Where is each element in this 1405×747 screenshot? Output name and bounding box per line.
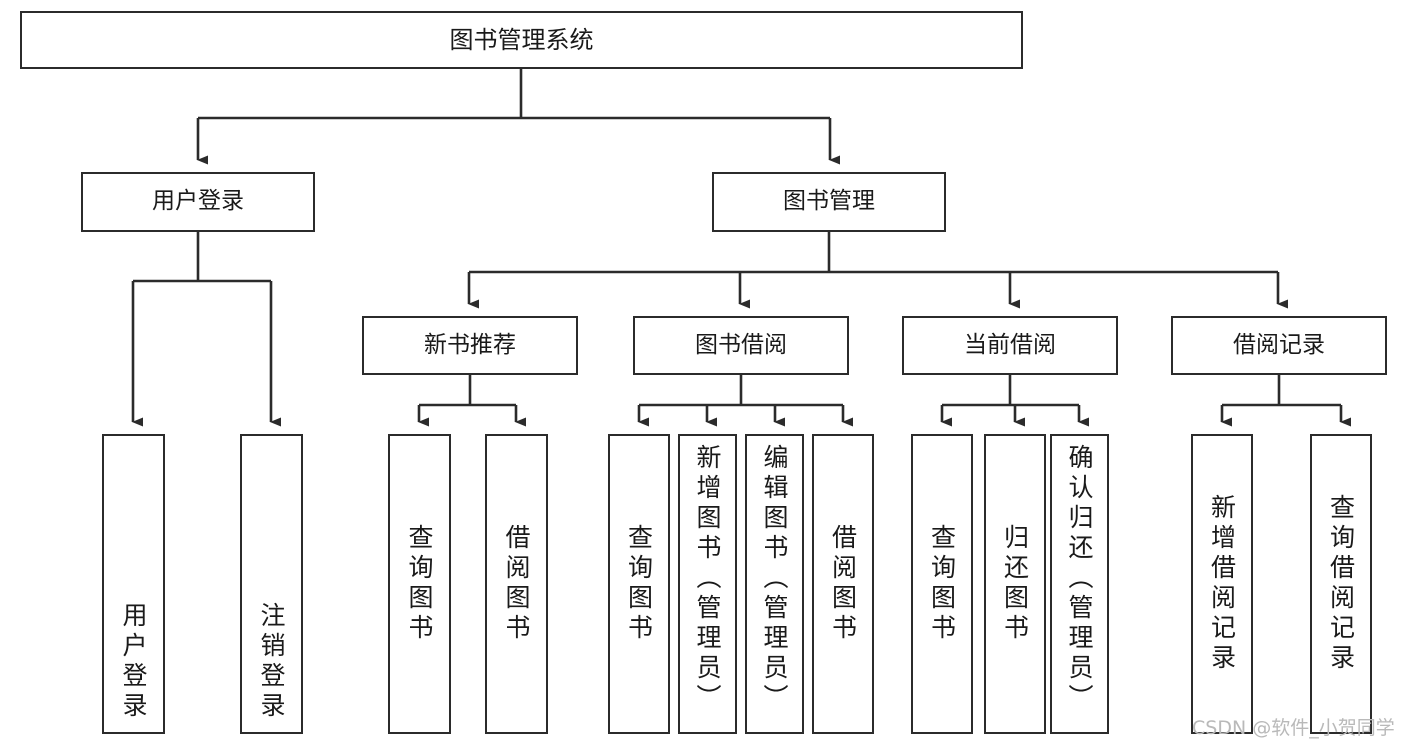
leaf-recommend-borrow[interactable]: 借阅图书 [485, 434, 548, 734]
node-new-book-recommend-label: 新书推荐 [424, 331, 516, 358]
node-user-login-label: 用户登录 [152, 188, 244, 215]
leaf-record-query-label: 查询借阅记录 [1326, 494, 1356, 674]
node-current-borrow-label: 当前借阅 [964, 331, 1056, 358]
leaf-current-query[interactable]: 查询图书 [911, 434, 973, 734]
leaf-current-confirm[interactable]: 确认归还（管理员） [1050, 434, 1109, 734]
leaf-borrow-add[interactable]: 新增图书（管理员） [678, 434, 737, 734]
leaf-user-logout-label: 注销登录 [257, 602, 286, 722]
leaf-user-logout[interactable]: 注销登录 [240, 434, 303, 734]
leaf-borrow-lend[interactable]: 借阅图书 [812, 434, 874, 734]
leaf-current-query-label: 查询图书 [927, 524, 957, 644]
leaf-recommend-borrow-label: 借阅图书 [502, 524, 531, 644]
node-book-manage-label: 图书管理 [783, 188, 875, 215]
leaf-borrow-lend-label: 借阅图书 [828, 524, 858, 644]
node-root[interactable]: 图书管理系统 [20, 11, 1023, 69]
leaf-record-query[interactable]: 查询借阅记录 [1310, 434, 1372, 734]
leaf-borrow-edit-label: 编辑图书（管理员） [760, 444, 789, 714]
leaf-borrow-query-label: 查询图书 [624, 524, 654, 644]
leaf-current-confirm-label: 确认归还（管理员） [1065, 444, 1094, 714]
leaf-current-return[interactable]: 归还图书 [984, 434, 1046, 734]
node-borrow-record-label: 借阅记录 [1233, 331, 1325, 358]
node-book-borrow[interactable]: 图书借阅 [633, 316, 849, 375]
leaf-record-add-label: 新增借阅记录 [1207, 494, 1237, 674]
leaf-borrow-query[interactable]: 查询图书 [608, 434, 670, 734]
leaf-borrow-edit[interactable]: 编辑图书（管理员） [745, 434, 804, 734]
node-user-login[interactable]: 用户登录 [81, 172, 315, 232]
node-borrow-record[interactable]: 借阅记录 [1171, 316, 1387, 375]
csdn-watermark: CSDN @软件_小贺同学 [1192, 717, 1395, 739]
node-book-borrow-label: 图书借阅 [695, 331, 787, 358]
node-book-manage[interactable]: 图书管理 [712, 172, 946, 232]
leaf-user-login[interactable]: 用户登录 [102, 434, 165, 734]
leaf-current-return-label: 归还图书 [1000, 524, 1030, 644]
node-new-book-recommend[interactable]: 新书推荐 [362, 316, 578, 375]
node-current-borrow[interactable]: 当前借阅 [902, 316, 1118, 375]
node-root-label: 图书管理系统 [449, 25, 594, 54]
leaf-recommend-query-label: 查询图书 [405, 524, 434, 644]
leaf-borrow-add-label: 新增图书（管理员） [693, 444, 722, 714]
leaf-user-login-label: 用户登录 [119, 602, 148, 722]
leaf-recommend-query[interactable]: 查询图书 [388, 434, 451, 734]
leaf-record-add[interactable]: 新增借阅记录 [1191, 434, 1253, 734]
